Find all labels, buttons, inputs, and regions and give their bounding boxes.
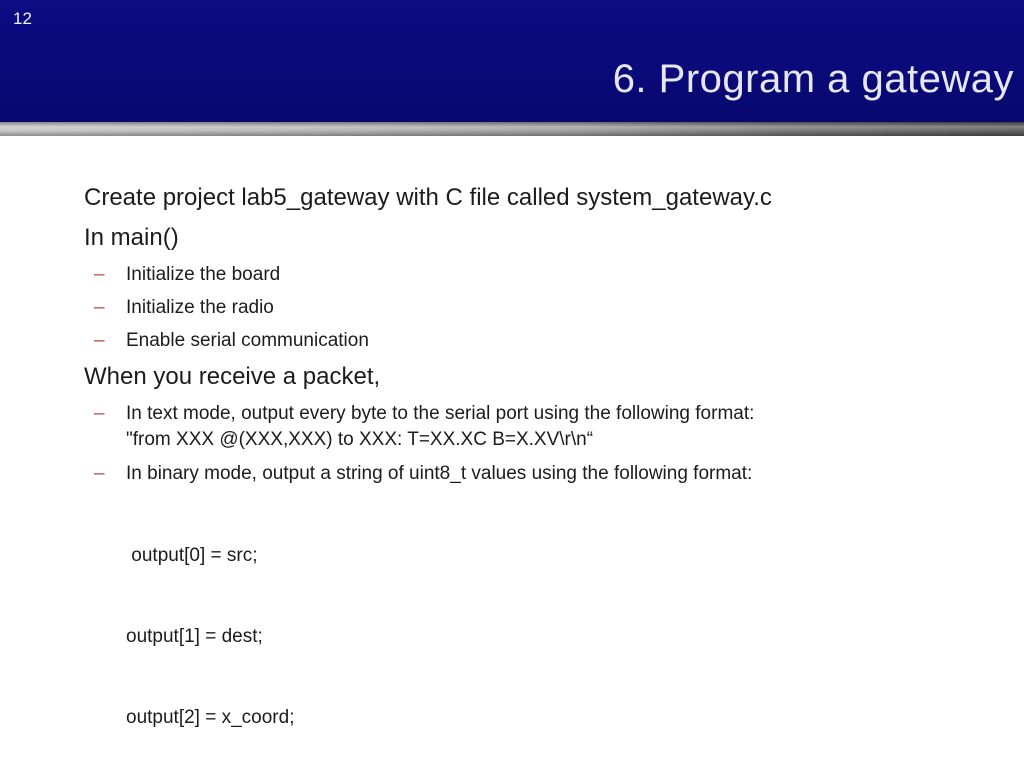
bullet-text: Create project lab5_gateway with C file … [84, 184, 772, 211]
sub-bullet-item: – Initialize the radio [94, 295, 994, 320]
divider-bar [0, 122, 1024, 136]
code-line: output[1] = dest; [126, 626, 263, 647]
sub-bullet-item: – In binary mode, output a string of uin… [94, 461, 994, 768]
slide-number: 12 [13, 9, 32, 28]
slide-header: 12 6. Program a gateway [0, 0, 1024, 122]
dash-icon: – [94, 330, 105, 351]
sub-bullet-item: – In text mode, output every byte to the… [94, 401, 994, 453]
sub-bullet-text: Initialize the radio [126, 297, 274, 318]
sub-bullet-item: – Enable serial communication [94, 328, 994, 353]
sub-bullet-text: In text mode, output every byte to the s… [126, 403, 755, 424]
dash-icon: – [94, 403, 105, 424]
dash-icon: – [94, 463, 105, 484]
slide-content: Create project lab5_gateway with C file … [0, 136, 1024, 768]
dash-icon: – [94, 297, 105, 318]
sub-bullet-item: – Initialize the board [94, 262, 994, 287]
bullet-item: In main() [44, 222, 994, 253]
bullet-item: Create project lab5_gateway with C file … [44, 182, 994, 213]
sub-bullet-text: Enable serial communication [126, 330, 369, 351]
bullet-text: In main() [84, 224, 179, 251]
format-string: "from XXX @(XXX,XXX) to XXX: T=XX.XC B=X… [126, 429, 594, 450]
sub-bullet-text: In binary mode, output a string of uint8… [126, 463, 753, 484]
page-title: 6. Program a gateway [612, 57, 1014, 101]
sub-bullet-text: Initialize the board [126, 264, 281, 285]
bullet-text: When you receive a packet, [84, 363, 381, 390]
dash-icon: – [94, 264, 105, 285]
code-line: output[0] = src; [126, 545, 258, 566]
bullet-item: When you receive a packet, [44, 361, 994, 392]
code-line: output[2] = x_coord; [126, 707, 295, 728]
code-block: output[0] = src; output[1] = dest; outpu… [126, 488, 994, 768]
